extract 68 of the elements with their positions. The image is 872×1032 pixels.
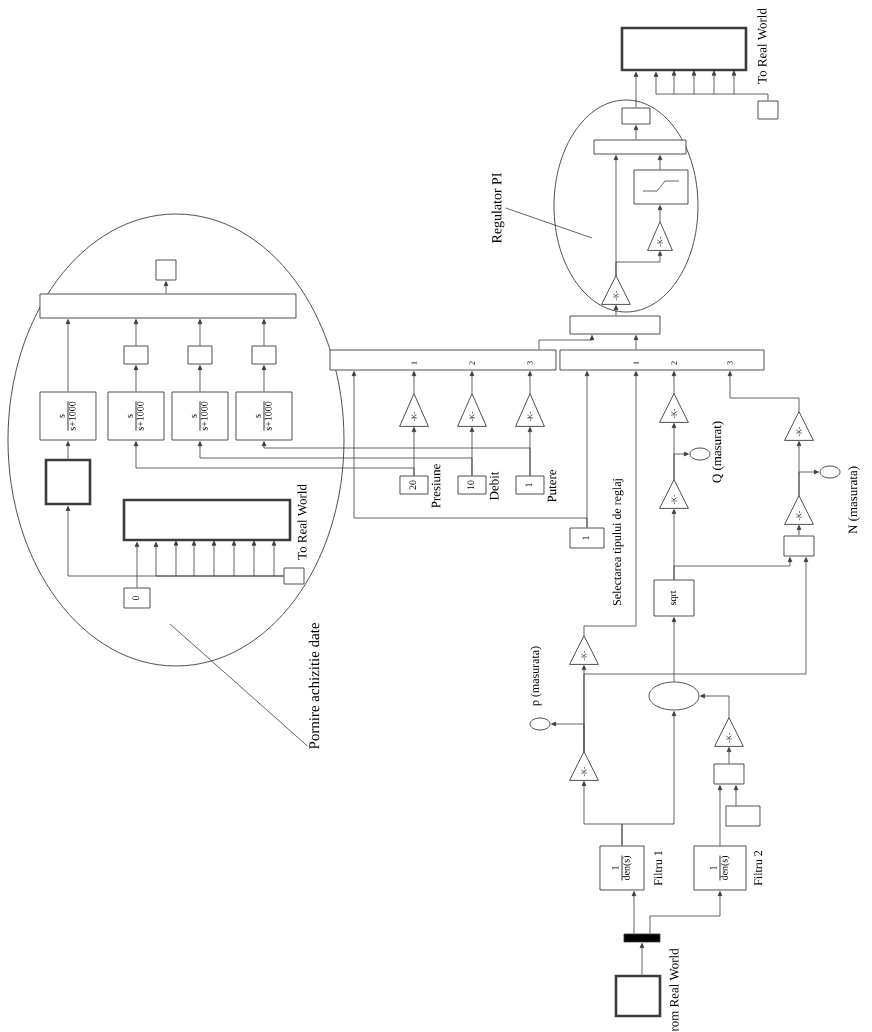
sum-oval bbox=[648, 681, 700, 711]
signal-line bbox=[621, 711, 677, 846]
signal-line bbox=[633, 125, 639, 140]
signal-line bbox=[65, 441, 71, 460]
signal-line bbox=[527, 371, 533, 394]
signal-line bbox=[133, 365, 139, 392]
signal-line bbox=[796, 525, 802, 536]
signal-line bbox=[700, 693, 730, 718]
signal-line bbox=[727, 371, 800, 412]
block bbox=[123, 345, 149, 365]
signal-line bbox=[469, 427, 475, 476]
block bbox=[783, 535, 815, 557]
signal-line bbox=[65, 319, 71, 392]
signal-line bbox=[261, 365, 267, 392]
block bbox=[757, 100, 779, 120]
signal-line bbox=[163, 281, 169, 294]
signal-line bbox=[583, 557, 809, 752]
bus-bar bbox=[593, 139, 687, 155]
signal-line bbox=[613, 305, 619, 316]
outport-oval bbox=[819, 465, 841, 479]
signal-line bbox=[649, 891, 723, 934]
signal-line bbox=[261, 319, 267, 346]
signal-line bbox=[639, 943, 645, 976]
bus-bar bbox=[569, 315, 661, 335]
signal-line bbox=[527, 427, 533, 476]
signal-line bbox=[671, 371, 677, 394]
outport-oval bbox=[689, 447, 711, 461]
signal-line bbox=[197, 319, 203, 346]
signal-line bbox=[351, 371, 588, 528]
block bbox=[621, 107, 651, 125]
signal-line bbox=[633, 335, 639, 350]
signal-line bbox=[134, 541, 140, 588]
io-block bbox=[44, 458, 92, 506]
io-block bbox=[122, 498, 292, 542]
block bbox=[155, 259, 177, 281]
block bbox=[713, 763, 745, 785]
signal-line bbox=[673, 451, 689, 480]
signal-line bbox=[657, 155, 663, 170]
signal-line bbox=[673, 557, 793, 580]
signal-line bbox=[798, 469, 819, 496]
bus-bar bbox=[39, 293, 297, 319]
leader-line bbox=[169, 623, 308, 747]
io-block bbox=[614, 974, 662, 1018]
block bbox=[187, 345, 213, 365]
block bbox=[725, 805, 761, 827]
signal-line bbox=[583, 371, 639, 636]
leader-line bbox=[505, 207, 593, 239]
signal-line bbox=[197, 365, 203, 392]
signal-line bbox=[631, 891, 637, 934]
signal-line bbox=[469, 371, 475, 394]
signal-line bbox=[633, 71, 639, 108]
signal-line bbox=[538, 335, 595, 350]
outport-oval bbox=[529, 717, 551, 731]
signal-line bbox=[657, 205, 663, 222]
io-block bbox=[620, 26, 748, 72]
bus-bar bbox=[623, 933, 661, 943]
signal-line bbox=[733, 785, 739, 806]
signal-line bbox=[411, 427, 417, 476]
switch-block bbox=[633, 169, 689, 205]
signal-line bbox=[671, 617, 677, 682]
region-ellipse bbox=[553, 99, 699, 313]
signal-line bbox=[411, 371, 417, 394]
signal-line bbox=[133, 319, 139, 346]
block bbox=[283, 567, 305, 585]
signal-line bbox=[717, 785, 723, 846]
signal-line bbox=[615, 251, 663, 276]
block bbox=[251, 345, 277, 365]
signal-line bbox=[726, 747, 732, 764]
